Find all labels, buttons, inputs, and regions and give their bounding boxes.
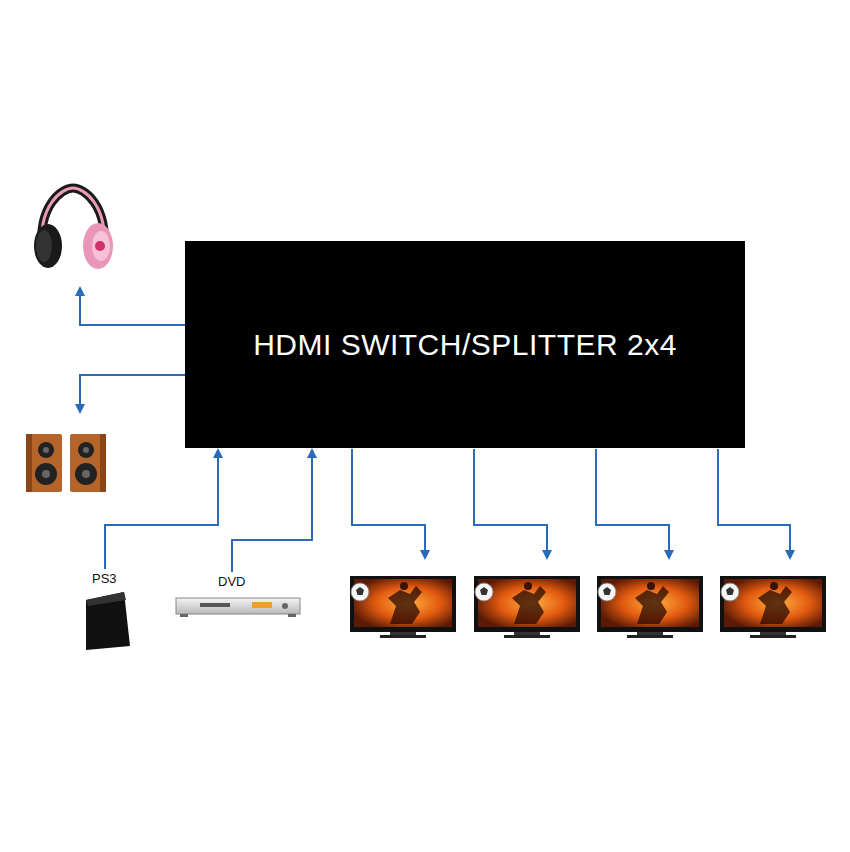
- ps3-device: PS3: [84, 569, 132, 653]
- input-connector: [105, 448, 223, 569]
- speakers-icon: [26, 434, 106, 492]
- dvd-player-icon: [176, 598, 300, 617]
- box-title: HDMI SWITCH/SPLITTER 2x4: [253, 328, 677, 362]
- tv-icons: [350, 576, 826, 638]
- dvd-device: DVD: [172, 572, 304, 620]
- device-label: DVD: [216, 574, 247, 589]
- headphones-icon: [34, 188, 113, 269]
- switch-splitter-box: HDMI SWITCH/SPLITTER 2x4: [185, 241, 745, 448]
- device-label: PS3: [90, 571, 119, 586]
- ps3-console-icon: [86, 592, 130, 650]
- input-connector: [232, 448, 317, 572]
